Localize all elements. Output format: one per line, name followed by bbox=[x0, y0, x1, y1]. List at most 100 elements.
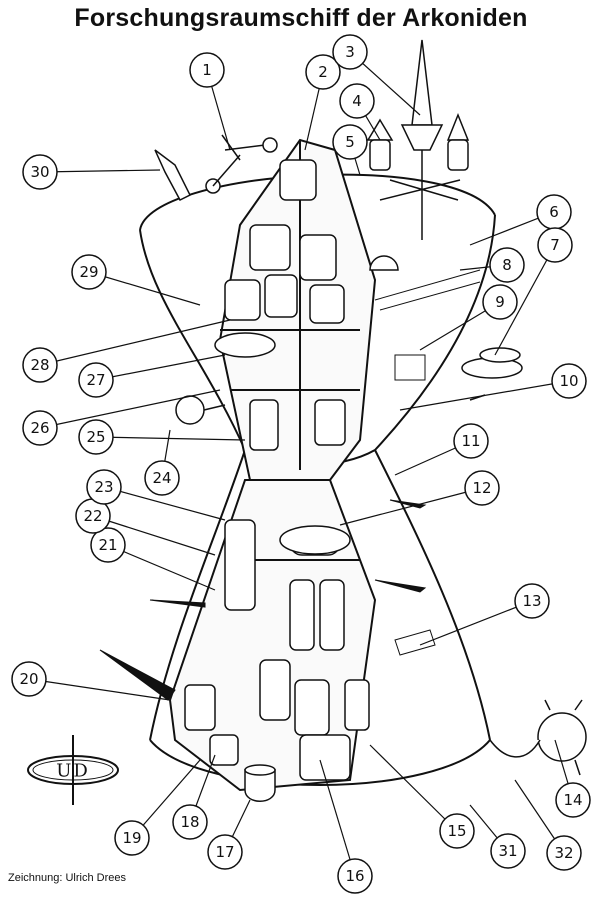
callout-number: 7 bbox=[550, 236, 560, 254]
callout-number: 20 bbox=[19, 670, 38, 688]
leader-line-26 bbox=[39, 389, 221, 429]
callout-24: 24 bbox=[144, 460, 180, 496]
callout-circle bbox=[22, 154, 58, 190]
leader-line-22 bbox=[92, 515, 216, 556]
callout-circle bbox=[332, 124, 368, 160]
callout-15: 15 bbox=[439, 813, 475, 849]
leader-line-21 bbox=[107, 544, 216, 591]
callout-number: 13 bbox=[522, 592, 541, 610]
callout-20: 20 bbox=[11, 661, 47, 697]
callout-14: 14 bbox=[555, 782, 591, 818]
leader-line-28 bbox=[39, 319, 231, 366]
leader-line-30 bbox=[39, 169, 161, 173]
callout-19: 19 bbox=[114, 820, 150, 856]
callout-circle bbox=[551, 363, 587, 399]
callout-number: 18 bbox=[180, 813, 199, 831]
callout-number: 14 bbox=[563, 791, 582, 809]
callout-circle bbox=[189, 52, 225, 88]
callout-27: 27 bbox=[78, 362, 114, 398]
callout-number: 27 bbox=[86, 371, 105, 389]
callout-28: 28 bbox=[22, 347, 58, 383]
callout-circle bbox=[337, 858, 373, 894]
callout-17: 17 bbox=[207, 834, 243, 870]
callout-circle bbox=[86, 469, 122, 505]
callout-32: 32 bbox=[546, 835, 582, 871]
callout-number: 2 bbox=[318, 63, 328, 81]
callout-number: 8 bbox=[502, 256, 512, 274]
internal-discs bbox=[214, 332, 351, 555]
callout-number: 12 bbox=[472, 479, 491, 497]
callout-number: 23 bbox=[94, 478, 113, 496]
leader-line-16 bbox=[319, 759, 356, 877]
callout-number: 9 bbox=[495, 293, 505, 311]
logo-letters: UD bbox=[56, 761, 90, 782]
callout-29: 29 bbox=[71, 254, 107, 290]
diagram-title: Forschungsraumschiff der Arkoniden bbox=[74, 4, 528, 32]
callout-number: 6 bbox=[549, 203, 559, 221]
leader-line-12 bbox=[339, 487, 483, 526]
callout-number: 26 bbox=[30, 419, 49, 437]
callout-10: 10 bbox=[551, 363, 587, 399]
callout-circle bbox=[11, 661, 47, 697]
leader-line-27 bbox=[95, 354, 226, 381]
leader-line-15 bbox=[369, 744, 458, 832]
callout-number: 32 bbox=[554, 844, 573, 862]
callout-number: 4 bbox=[352, 92, 362, 110]
base-thrusters bbox=[244, 764, 276, 802]
callout-number: 11 bbox=[461, 432, 480, 450]
callout-number: 24 bbox=[152, 469, 171, 487]
callout-7: 7 bbox=[537, 227, 573, 263]
callout-circle bbox=[555, 782, 591, 818]
callout-1: 1 bbox=[189, 52, 225, 88]
callout-number: 21 bbox=[98, 536, 117, 554]
callout-circle bbox=[514, 583, 550, 619]
callout-number: 28 bbox=[30, 356, 49, 374]
callout-circle bbox=[464, 470, 500, 506]
callout-25: 25 bbox=[78, 419, 114, 455]
callout-23: 23 bbox=[86, 469, 122, 505]
side-saucer bbox=[461, 347, 523, 401]
callout-13: 13 bbox=[514, 583, 550, 619]
callout-circle bbox=[490, 833, 526, 869]
callout-number: 1 bbox=[202, 61, 212, 79]
callout-number: 5 bbox=[345, 133, 355, 151]
hull-windows bbox=[374, 269, 481, 656]
callout-circle bbox=[482, 284, 518, 320]
leader-line-7 bbox=[494, 244, 556, 356]
callout-18: 18 bbox=[172, 804, 208, 840]
callout-2: 2 bbox=[305, 54, 341, 90]
callout-16: 16 bbox=[337, 858, 373, 894]
callout-number: 25 bbox=[86, 428, 105, 446]
callout-circle bbox=[439, 813, 475, 849]
callout-circle bbox=[90, 527, 126, 563]
callout-number: 17 bbox=[215, 843, 234, 861]
callout-21: 21 bbox=[90, 527, 126, 563]
callout-circle bbox=[453, 423, 489, 459]
leader-line-25 bbox=[95, 436, 246, 441]
top-structures bbox=[154, 39, 470, 271]
callout-31: 31 bbox=[490, 833, 526, 869]
callout-circle bbox=[144, 460, 180, 496]
sphere-probe bbox=[489, 699, 587, 776]
callout-30: 30 bbox=[22, 154, 58, 190]
callout-4: 4 bbox=[339, 83, 375, 119]
callout-number: 10 bbox=[559, 372, 578, 390]
callout-9: 9 bbox=[482, 284, 518, 320]
callout-26: 26 bbox=[22, 410, 58, 446]
callout-3: 3 bbox=[332, 34, 368, 70]
callout-circle bbox=[207, 834, 243, 870]
callout-circle bbox=[332, 34, 368, 70]
leader-line-29 bbox=[88, 271, 201, 306]
callout-circle bbox=[22, 410, 58, 446]
callout-number: 3 bbox=[345, 43, 355, 61]
callout-circle bbox=[339, 83, 375, 119]
callout-number: 22 bbox=[83, 507, 102, 525]
callout-circle bbox=[78, 419, 114, 455]
leader-line-20 bbox=[28, 678, 171, 701]
callout-11: 11 bbox=[453, 423, 489, 459]
leader-line-13 bbox=[419, 600, 533, 646]
leader-line-10 bbox=[399, 380, 570, 411]
callout-circle bbox=[22, 347, 58, 383]
ud-logo: UD bbox=[27, 735, 119, 805]
